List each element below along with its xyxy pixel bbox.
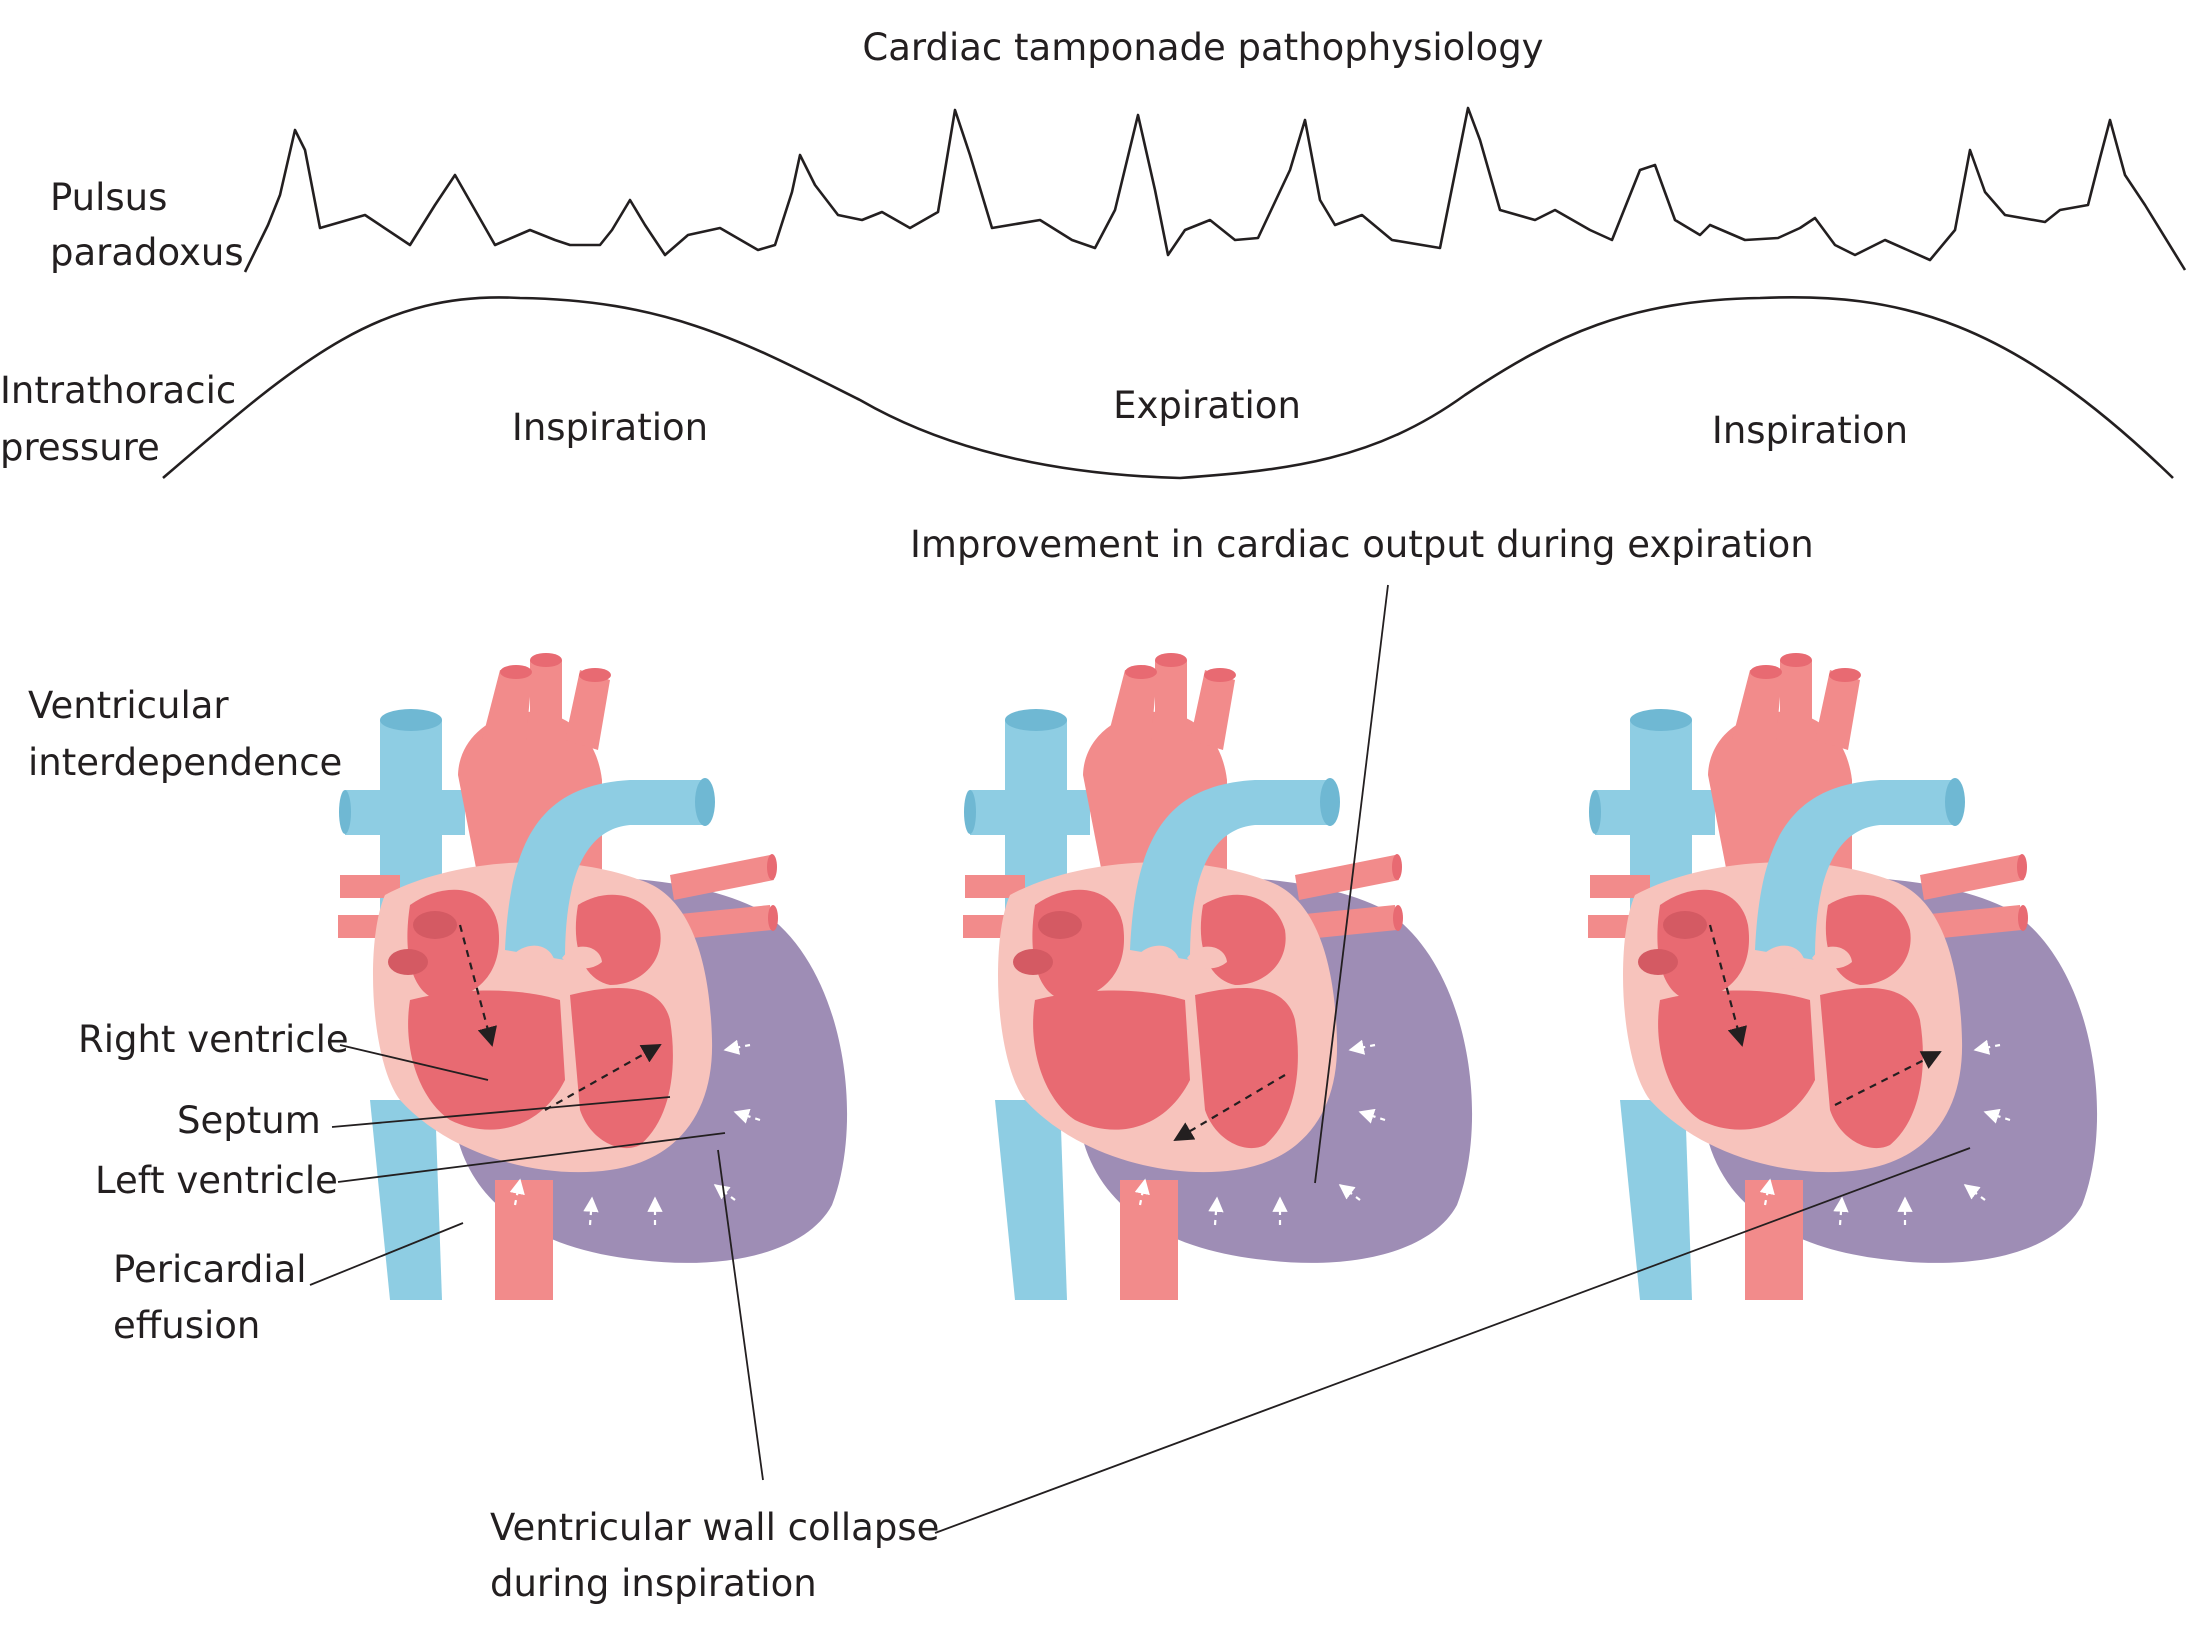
- effusion-label-line2: effusion: [113, 1304, 260, 1347]
- effusion-label-line1: Pericardial: [113, 1248, 307, 1291]
- interdependence-label-line2: interdependence: [28, 741, 342, 784]
- right-ventricle-leader: [339, 1044, 489, 1081]
- intrathoracic-pressure-curve: [162, 295, 2174, 480]
- right-ventricle-label: Right ventricle: [78, 1018, 349, 1061]
- septum-leader: [331, 1096, 671, 1128]
- heart-inspiration-right: [1588, 653, 2098, 1300]
- collapse-annotation-line1: Ventricular wall collapse: [490, 1506, 939, 1549]
- heart-expiration: [963, 653, 1473, 1300]
- phase-label-inspiration-left: Inspiration: [512, 406, 708, 449]
- pressure-label-line1: Intrathoracic: [0, 369, 236, 412]
- improvement-leader: [1314, 584, 1389, 1184]
- collapse-leader-left: [717, 1149, 764, 1481]
- phase-label-inspiration-right: Inspiration: [1712, 409, 1908, 452]
- pressure-label-line2: pressure: [0, 426, 160, 469]
- pulsus-label-line2: paradoxus: [50, 231, 244, 274]
- interdependence-label-line1: Ventricular: [28, 684, 229, 727]
- septum-label: Septum: [177, 1099, 321, 1142]
- improvement-annotation: Improvement in cardiac output during exp…: [910, 523, 1814, 566]
- pulsus-paradoxus-trace: [243, 106, 2187, 273]
- diagram-title: Cardiac tamponade pathophysiology: [862, 26, 1543, 69]
- effusion-leader: [309, 1222, 464, 1286]
- heart-inspiration-left: [338, 653, 848, 1300]
- left-ventricle-label: Left ventricle: [95, 1159, 338, 1202]
- collapse-annotation-line2: during inspiration: [490, 1562, 817, 1605]
- collapse-leader-right: [934, 1147, 1971, 1534]
- pulsus-label-line1: Pulsus: [50, 176, 167, 219]
- phase-label-expiration: Expiration: [1113, 384, 1301, 427]
- left-ventricle-leader: [337, 1132, 726, 1183]
